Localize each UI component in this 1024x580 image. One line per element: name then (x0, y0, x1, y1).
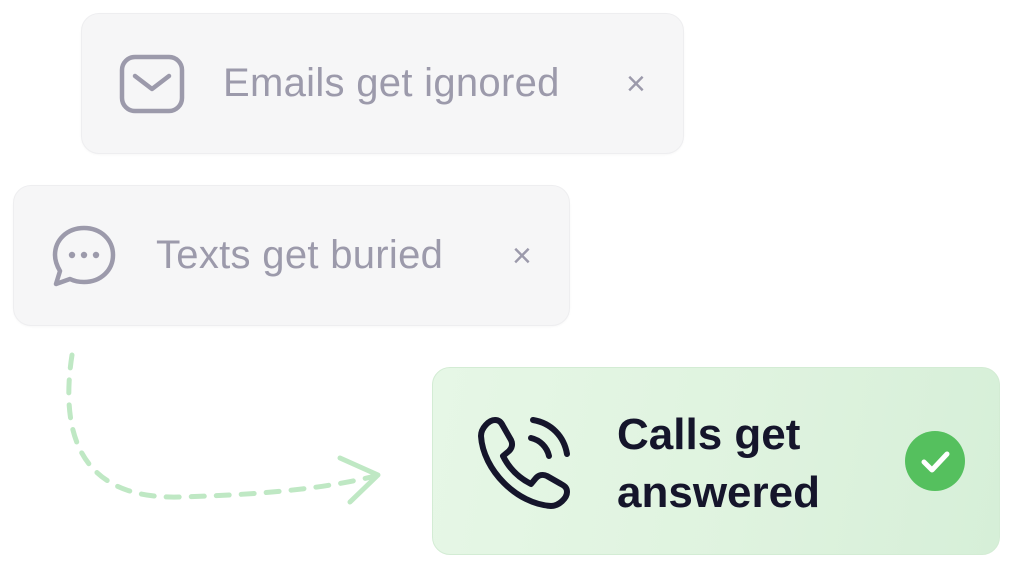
success-check-badge (905, 431, 965, 491)
text-card: Texts get buried × (13, 185, 570, 326)
phone-call-icon (478, 417, 570, 509)
text-label: Texts get buried (156, 233, 444, 277)
email-card: Emails get ignored × (81, 13, 684, 154)
call-label: Calls get answered (617, 406, 877, 522)
email-dismiss-icon[interactable]: × (626, 65, 646, 103)
call-label-line-2: answered (617, 468, 820, 517)
chat-bubble-icon (52, 225, 116, 287)
arrow-head (337, 455, 381, 505)
call-label-line-1: Calls get (617, 410, 801, 459)
call-card: Calls get answered (432, 367, 1000, 555)
email-label: Emails get ignored (223, 61, 560, 105)
checkmark-icon (921, 451, 950, 473)
envelope-icon (119, 54, 185, 114)
text-dismiss-icon[interactable]: × (512, 237, 532, 275)
